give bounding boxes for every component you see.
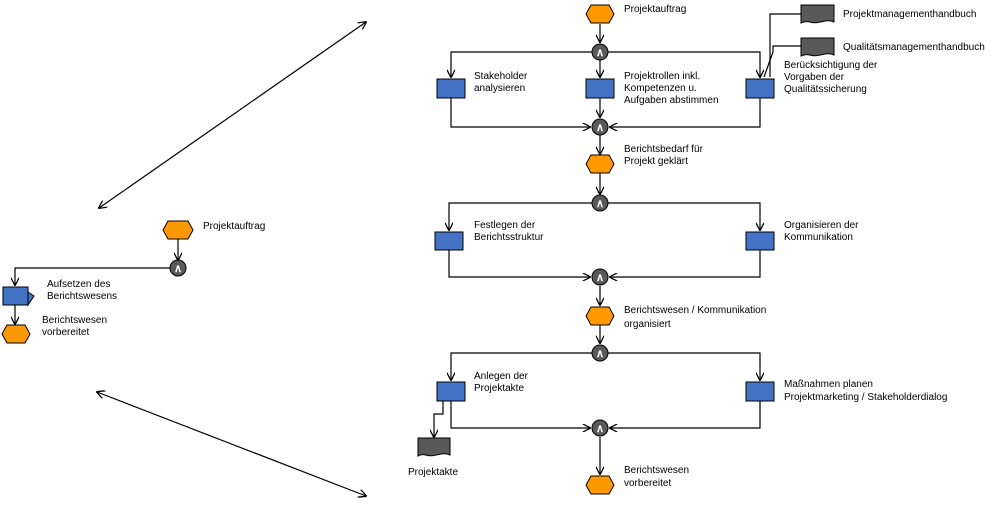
overview-end-event-label-line1: Berichtswesen [42,315,107,326]
function-stakeholder-label-line1: Stakeholder [474,71,528,82]
overview-function-label-line2: Berichtswesens [47,291,117,302]
and-operator-symbol: ∧ [596,272,604,284]
zoom-line-bottom [97,392,366,496]
function-stakeholder: Stakeholder analysieren [436,71,528,99]
connector [15,267,170,285]
connector [448,250,590,277]
detail-flow: Projektauftrag Projektmanagementhandbuch… [408,4,985,495]
function-project-file-label-line1: Anlegen der [474,371,529,382]
connector [610,401,761,428]
and-split-1: ∧ [591,43,609,61]
event-reporting-needs: Berichtsbedarf für Projekt geklärt [585,144,704,174]
zoom-line-top [99,22,366,208]
and-join-1: ∧ [591,118,609,136]
function-project-file: Anlegen der Projektakte [436,371,529,402]
overview-function-label-line1: Aufsetzen des [47,279,110,290]
function-roles: Projektrollen inkl. Kompetenzen u. Aufga… [585,71,719,106]
connector [763,45,801,78]
function-roles-label-line1: Projektrollen inkl. [624,71,700,82]
function-quality: Berücksichtigung der Vorgaben der Qualit… [745,60,878,99]
function-quality-label-line2: Vorgaben der [784,72,845,83]
detail-end-event: Berichtswesen vorbereitet [585,465,689,495]
function-quality-label-line1: Berücksichtigung der [784,60,878,71]
connector [450,98,590,127]
and-operator-symbol: ∧ [596,198,604,210]
and-split-3: ∧ [591,344,609,362]
and-operator-symbol: ∧ [596,47,604,59]
pm-handbook-label: Projektmanagementhandbuch [843,9,976,20]
function-structure: Festlegen der Berichtsstruktur [434,220,544,251]
overview-flow: Projektauftrag ∧ Aufsetzen des Berichtsw… [1,220,265,344]
connector [451,51,592,77]
function-marketing: Maßnahmen planen Projektmarketing / Stak… [745,379,947,403]
event-communication-organized-label-line2: organisiert [624,319,671,330]
event-reporting-needs-label-line1: Berichtsbedarf für [624,144,704,155]
connector [434,401,444,437]
function-roles-label-line2: Kompetenzen u. [624,83,697,94]
event-communication-organized: Berichtswesen / Kommunikation organisier… [585,305,766,330]
function-structure-label-line2: Berichtsstruktur [474,232,544,243]
and-join-2: ∧ [591,268,609,286]
detail-end-event-label-line1: Berichtswesen [624,465,689,476]
connector [449,202,592,230]
project-file-document: Projektakte [408,437,458,478]
and-operator-symbol: ∧ [596,423,604,435]
function-communication-label-line2: Kommunikation [784,232,853,243]
detail-end-event-label-line2: vorbereitet [624,478,671,489]
project-file-label: Projektakte [408,467,458,478]
overview-end-event-label-line2: vorbereitet [42,327,89,338]
connector [450,401,590,428]
function-roles-label-line3: Aufgaben abstimmen [624,95,719,106]
event-communication-organized-label-line1: Berichtswesen / Kommunikation [624,305,766,316]
and-operator-symbol: ∧ [596,122,604,134]
and-join-3: ∧ [591,419,609,437]
and-operator-symbol: ∧ [596,348,604,360]
zoom-indicator-lines [97,22,366,496]
overview-and-operator: ∧ [169,259,187,277]
connector [610,250,761,277]
pm-handbook-document: Projektmanagementhandbuch [800,4,976,24]
and-split-2: ∧ [591,194,609,212]
function-stakeholder-label-line2: analysieren [474,83,525,94]
connector [769,13,801,77]
event-reporting-needs-label-line2: Projekt geklärt [624,156,688,167]
and-operator-symbol: ∧ [174,263,182,275]
detail-start-event-label: Projektauftrag [624,4,686,15]
overview-function: Aufsetzen des Berichtswesens [2,279,117,307]
function-quality-label-line3: Qualitätssicherung [784,84,867,95]
connector [610,98,761,127]
overview-start-event-label: Projektauftrag [203,221,265,232]
function-structure-label-line1: Festlegen der [474,220,536,231]
connector [608,51,760,77]
subprocess-marker-icon [27,291,35,307]
function-communication-label-line1: Organisieren der [784,220,859,231]
connector [608,202,760,230]
function-project-file-label-line2: Projektakte [474,383,524,394]
detail-connectors [434,13,801,474]
overview-start-event: Projektauftrag [162,220,265,240]
detail-start-event: Projektauftrag [585,4,686,24]
function-marketing-label-line1: Maßnahmen planen [784,379,873,390]
qm-handbook-label: Qualitätsmanagementhandbuch [843,42,985,53]
qm-handbook-document: Qualitätsmanagementhandbuch [800,37,985,57]
overview-connectors [15,239,178,324]
overview-end-event: Berichtswesen vorbereitet [1,315,107,344]
connector [451,352,592,380]
function-marketing-label-line2: Projektmarketing / Stakeholderdialog [784,392,947,403]
function-communication: Organisieren der Kommunikation [745,220,859,251]
connector [608,352,760,380]
